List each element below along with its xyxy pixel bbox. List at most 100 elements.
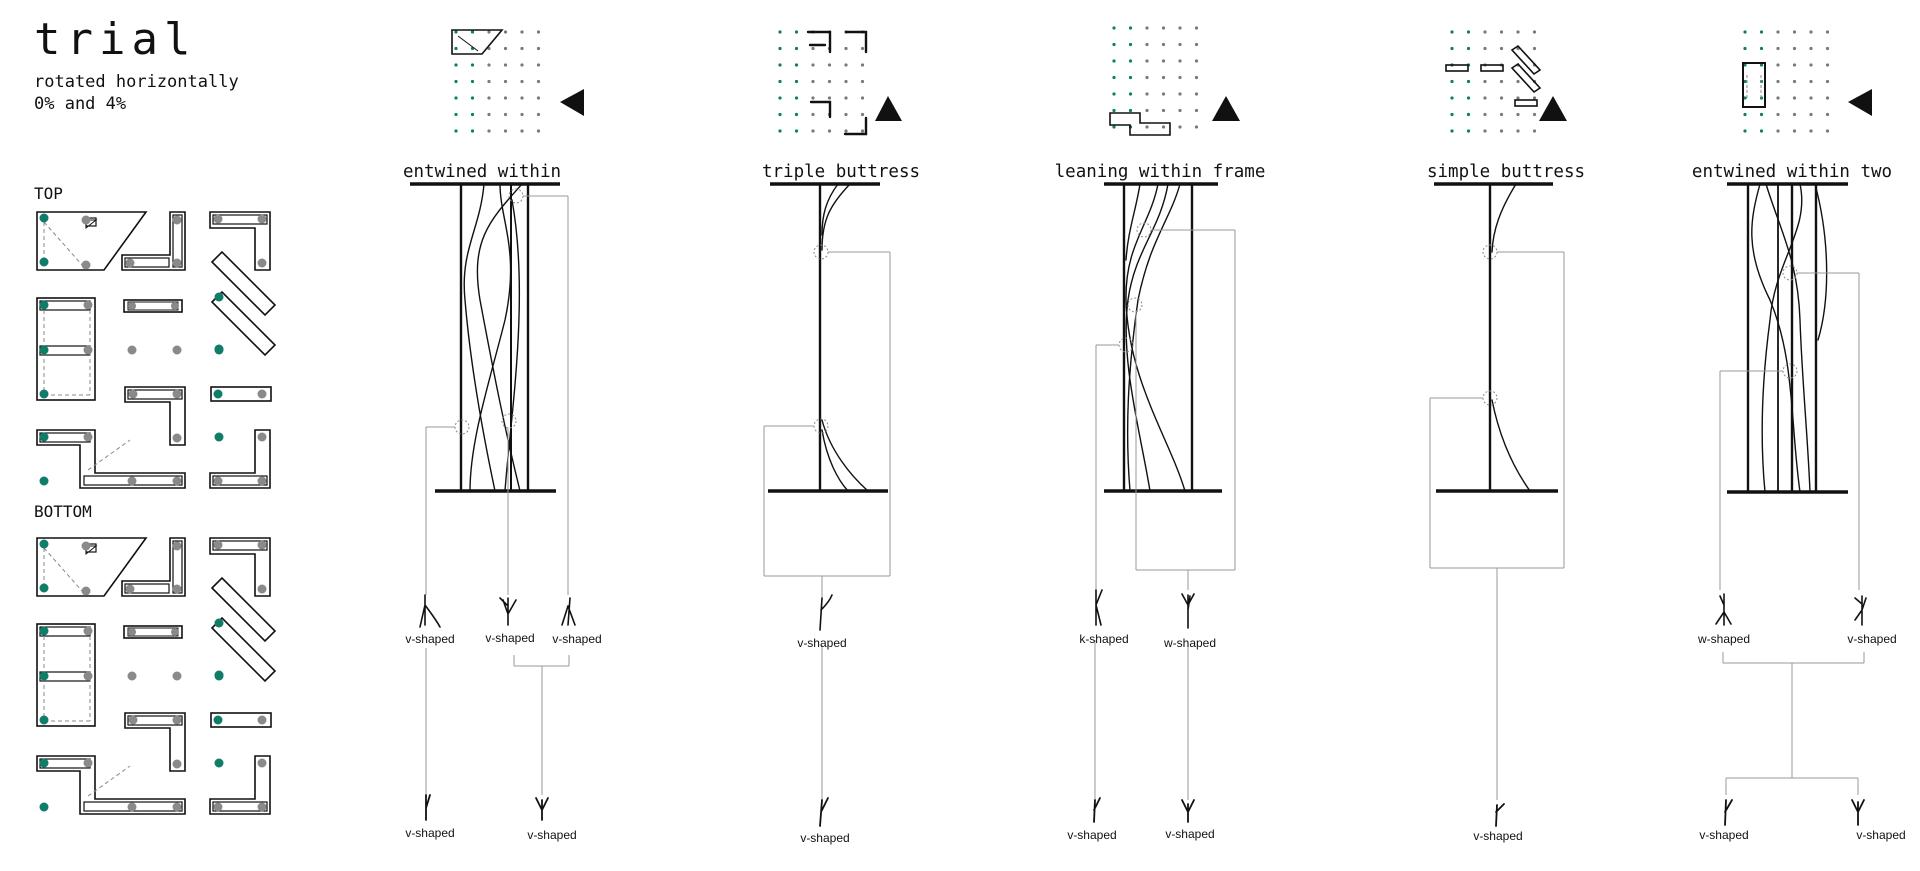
grid-dot <box>1792 79 1797 84</box>
plan-node-gray <box>257 389 267 399</box>
plan-node-gray <box>172 258 182 268</box>
grid-dot <box>844 96 848 100</box>
plan-node-gray <box>257 802 267 812</box>
plan-piece-z <box>36 429 186 489</box>
grid-dot <box>1112 59 1116 63</box>
plan-bar <box>212 214 268 225</box>
grid-dot <box>1112 75 1116 80</box>
grid-dot <box>1516 112 1520 117</box>
grid-dot <box>1483 112 1487 117</box>
branch-label: k-shaped <box>1079 632 1129 646</box>
grid-dot <box>520 96 524 100</box>
grid-dot <box>503 129 508 133</box>
grid-dot <box>1161 108 1166 113</box>
grid-dot <box>503 63 508 67</box>
direction-triangle-left <box>560 89 584 116</box>
grid-dot <box>536 112 541 117</box>
plan-node-gray <box>127 476 137 486</box>
grid-dot <box>1532 129 1537 133</box>
grid-dot <box>1161 75 1166 80</box>
grid-dot <box>1792 96 1797 100</box>
plan-bar <box>210 386 272 402</box>
grid-dot <box>1483 96 1487 100</box>
plan-node-green <box>39 476 49 486</box>
grid-dot <box>1112 92 1116 96</box>
plan-node-gray <box>128 302 136 310</box>
grid-piece-l <box>806 30 832 54</box>
buttress-strand <box>1491 183 1517 253</box>
column-title-simple-buttress: simple buttress <box>1426 162 1586 182</box>
direction-triangle-up <box>1212 96 1240 121</box>
plan-brace <box>87 765 131 797</box>
grid-dot <box>1825 112 1830 117</box>
grid-dot <box>1112 125 1116 129</box>
plan-bar <box>123 625 183 639</box>
grid-dot <box>1194 108 1199 113</box>
grid-dot <box>503 30 508 34</box>
grid-piece-l <box>809 100 832 119</box>
grid-dot <box>1809 96 1813 100</box>
buttress-strand <box>1491 399 1531 492</box>
grid-dot <box>1145 42 1149 47</box>
plan-bar <box>127 715 183 726</box>
plan-node-green <box>214 292 224 302</box>
branch-label: v-shaped <box>800 831 850 845</box>
branch-label: v-shaped <box>797 636 847 650</box>
leaning-strand <box>1126 183 1181 492</box>
grid-dot <box>1499 129 1504 133</box>
grid-dot <box>1161 26 1166 30</box>
column-title-entwined-within-two: entwined within two <box>1691 162 1893 182</box>
plan-node-gray <box>257 432 267 442</box>
grid-dot <box>454 112 458 117</box>
plan-bar <box>212 540 268 551</box>
plan-node-gray <box>127 671 137 681</box>
joint-circle <box>501 413 517 429</box>
grid-dot <box>1178 42 1182 47</box>
plan-node-gray <box>171 302 179 310</box>
plan-piece-l <box>209 211 271 271</box>
leaning-strand <box>1125 183 1169 492</box>
plan-node-gray <box>127 802 137 812</box>
leaning-strand <box>1125 183 1186 492</box>
grid-dot <box>1128 108 1133 113</box>
grid-dot <box>1128 42 1133 47</box>
branch-label: v-shaped <box>527 828 577 842</box>
branch-glyph <box>1093 797 1101 823</box>
plan-node-gray <box>127 345 137 355</box>
grid-dot <box>1161 92 1166 96</box>
grid-dot <box>487 63 491 67</box>
grid-dot <box>860 79 865 84</box>
plan-node-gray <box>172 433 182 443</box>
branch-glyph <box>425 794 431 821</box>
grid-dot <box>454 79 458 84</box>
grid-dot <box>1759 30 1764 34</box>
grid-dot <box>1194 92 1199 96</box>
grid-dot <box>487 112 491 117</box>
direction-triangle-left <box>1848 89 1872 116</box>
grid-dot <box>503 46 508 51</box>
grid-dot <box>1809 46 1813 51</box>
grid-dot <box>778 46 782 51</box>
grid-dot <box>520 30 524 34</box>
plan-node-gray <box>125 584 135 594</box>
grid-dot <box>470 129 475 133</box>
grid-dot <box>470 30 475 34</box>
grid-dot <box>1178 92 1182 96</box>
grid-dot <box>1776 129 1780 133</box>
grid-dot <box>1450 112 1454 117</box>
plan-node-gray <box>81 260 91 270</box>
grid-dot <box>811 79 815 84</box>
grid-piece-z <box>1109 112 1171 136</box>
entwined-strand <box>469 183 512 492</box>
plan-node-green <box>214 671 224 681</box>
grid-dot <box>1128 59 1133 63</box>
bottom-plan-label: BOTTOM <box>34 502 92 521</box>
branch-glyph <box>1181 593 1195 629</box>
branch-glyph <box>1181 799 1195 823</box>
plan-node-green <box>214 432 224 442</box>
grid-dot <box>1178 75 1182 80</box>
grid-dot <box>778 63 782 67</box>
buttress-strand <box>821 419 869 492</box>
branch-glyph <box>819 594 833 631</box>
grid-dot <box>811 46 815 51</box>
